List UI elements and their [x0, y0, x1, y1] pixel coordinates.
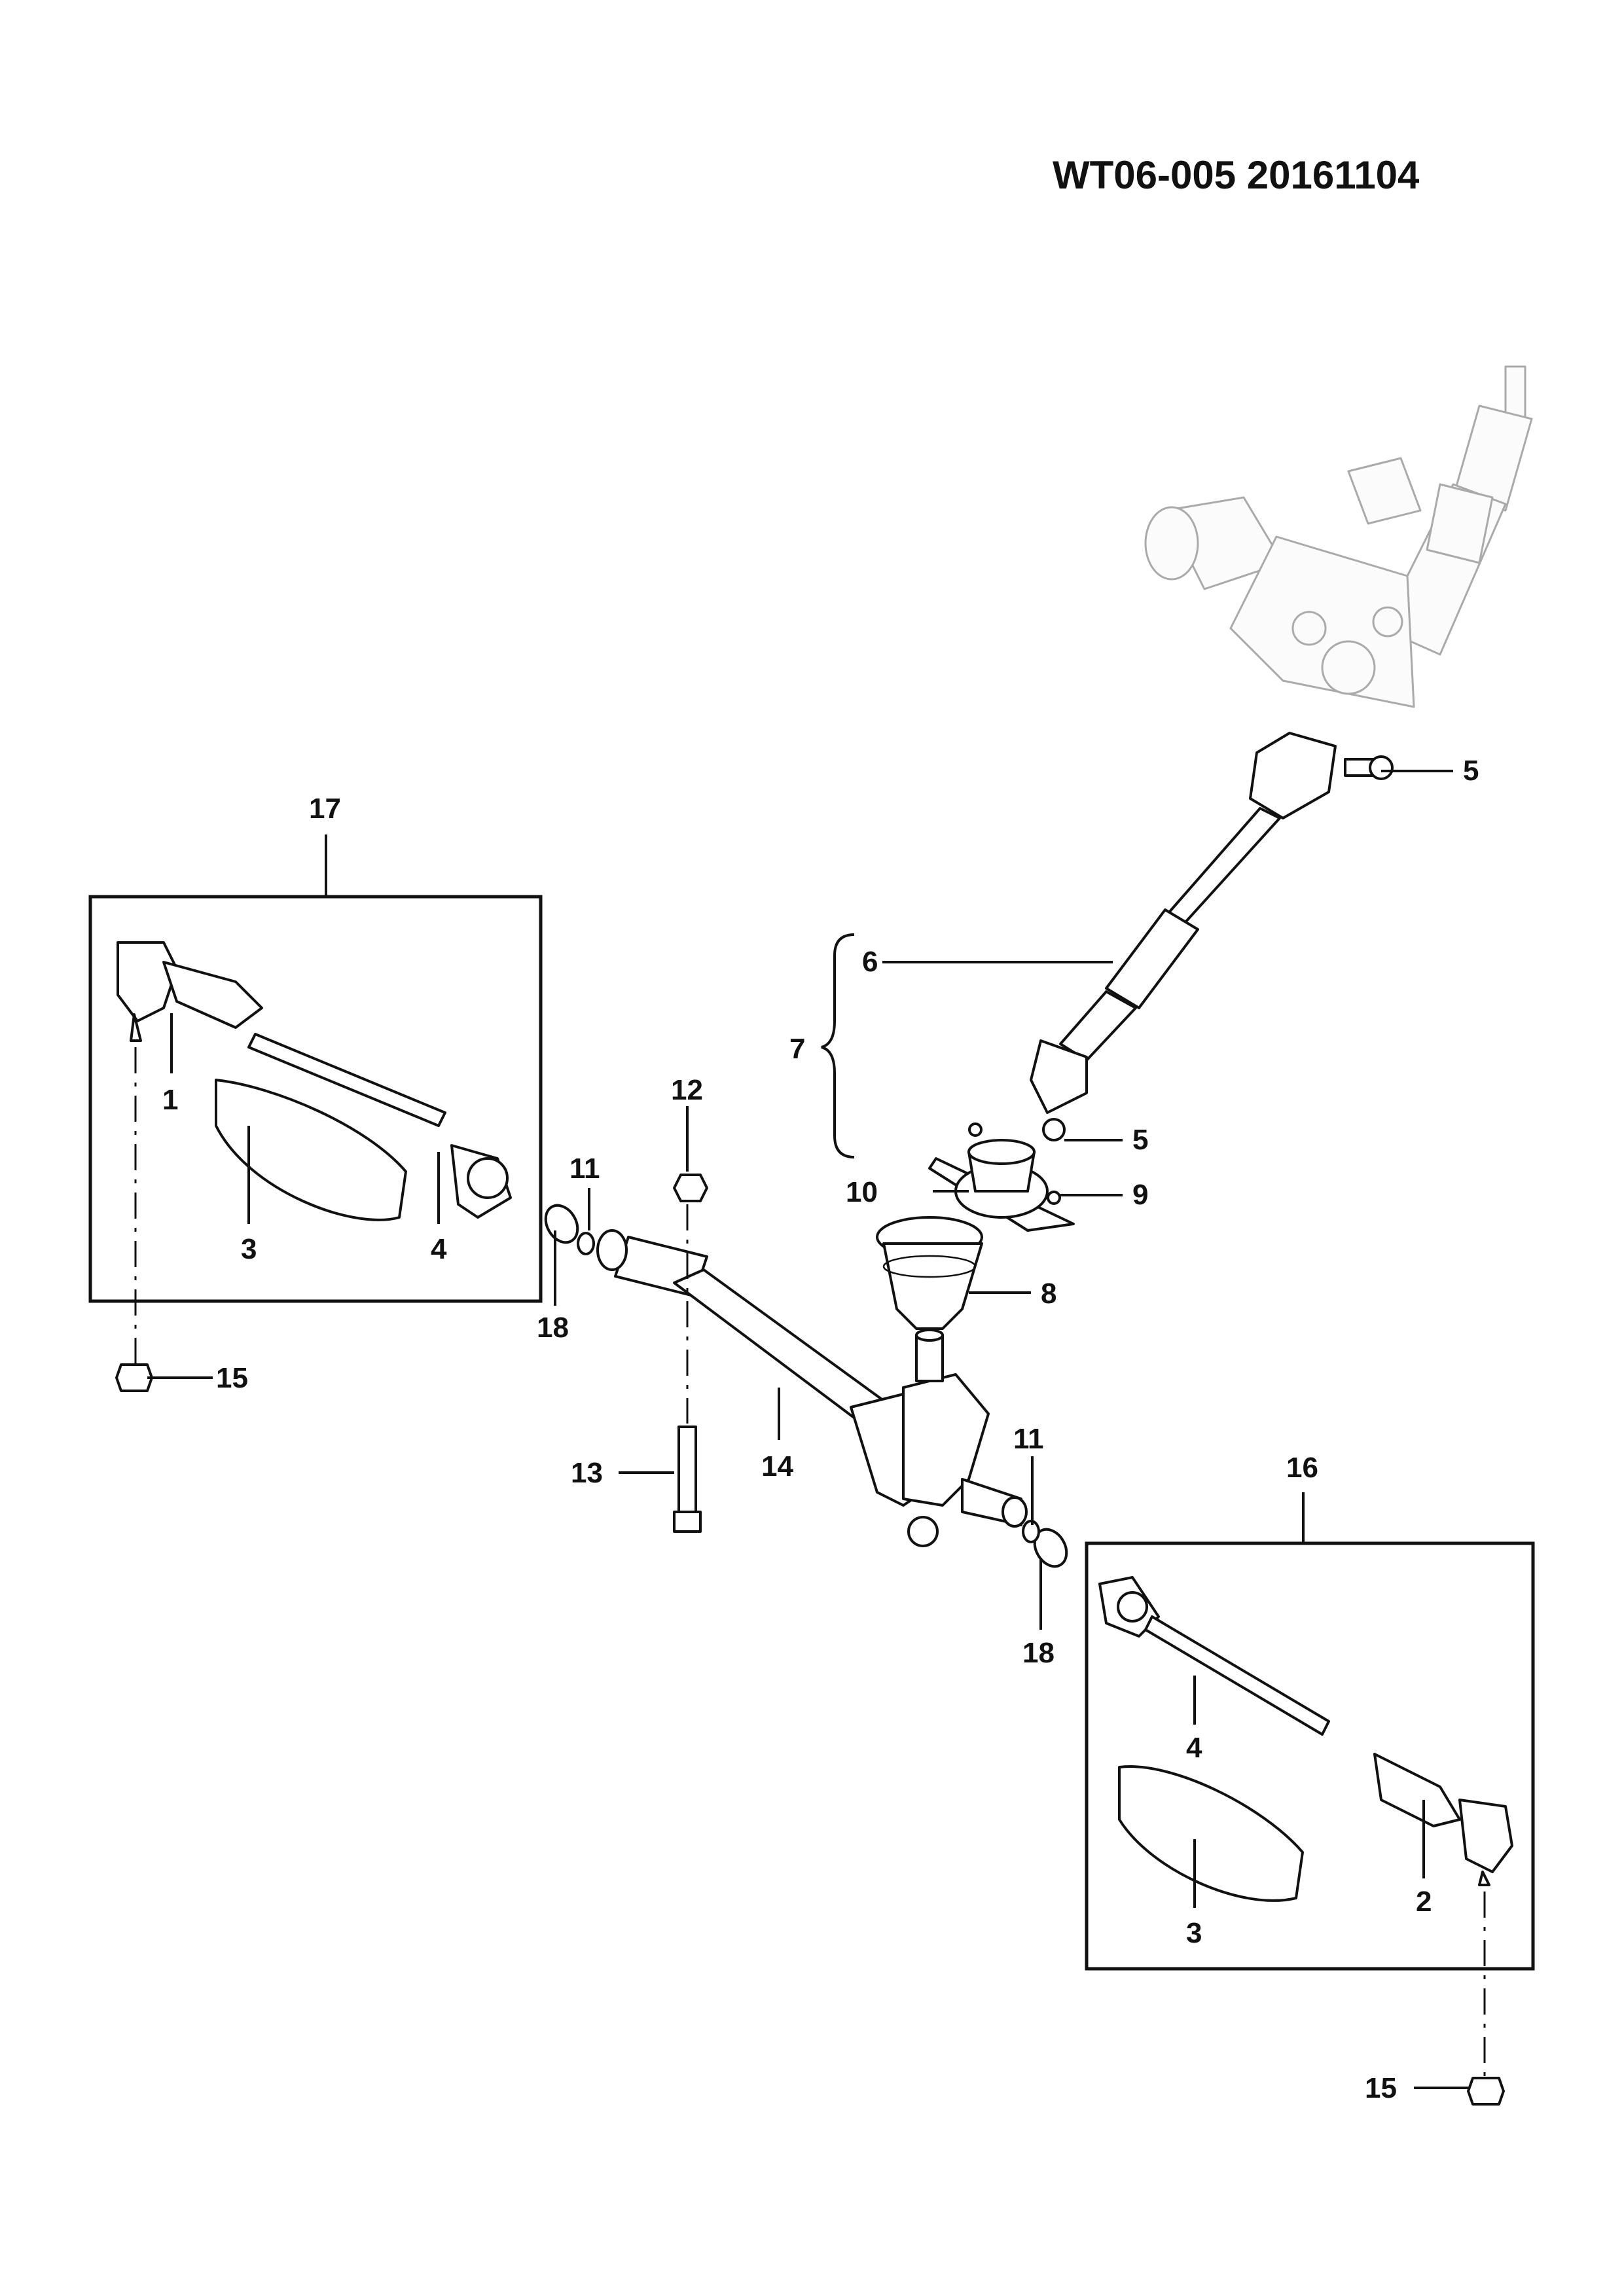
callout-15-left: 15 — [216, 1362, 248, 1394]
callout-7: 7 — [789, 1033, 805, 1065]
intermediate-shaft-illustration — [1030, 732, 1337, 1114]
tie-rod-left-illustration — [117, 941, 512, 1368]
pinion-boot-illustration — [876, 1216, 983, 1330]
callout-13: 13 — [571, 1457, 603, 1489]
callout-10: 10 — [846, 1176, 878, 1208]
tie-rod-right-illustration — [1098, 1576, 1513, 2078]
bolt-illustration — [1042, 755, 1394, 1141]
callout-2: 2 — [1416, 1886, 1432, 1918]
callout-3-left: 3 — [241, 1233, 257, 1265]
dash-seal-illustration — [928, 1122, 1075, 1232]
steering-gear-rack-illustration — [596, 1229, 1028, 1547]
callout-4-left: 4 — [431, 1233, 447, 1265]
ring-illustration — [544, 1204, 1068, 1568]
callout-4-right: 4 — [1186, 1732, 1202, 1764]
callout-17: 17 — [309, 793, 341, 825]
nut-bolt-illustration — [673, 1174, 708, 1533]
assembly-box-17 — [88, 895, 543, 1303]
diagram-code: WT06-005 20161104 — [1053, 153, 1420, 197]
callout-1: 1 — [162, 1084, 178, 1116]
callout-14: 14 — [761, 1450, 793, 1482]
callout-16: 16 — [1286, 1452, 1318, 1484]
nut-left-illustration — [115, 1363, 153, 1392]
callout-5-top: 5 — [1463, 755, 1479, 787]
callout-15-right: 15 — [1365, 2072, 1397, 2104]
callout-18-right: 18 — [1022, 1637, 1055, 1669]
callout-8: 8 — [1041, 1278, 1056, 1310]
callout-11-right: 11 — [1013, 1423, 1044, 1455]
callout-18-left: 18 — [537, 1312, 569, 1344]
callout-12: 12 — [671, 1074, 703, 1106]
callout-9: 9 — [1132, 1179, 1148, 1211]
callout-11-left: 11 — [569, 1153, 600, 1185]
callout-3-right: 3 — [1186, 1917, 1202, 1949]
callout-5-mid: 5 — [1132, 1124, 1148, 1156]
callout-6: 6 — [862, 946, 878, 978]
nut-right-illustration — [1467, 2077, 1505, 2106]
steering-column-illustration — [1144, 365, 1533, 708]
leader-lines — [147, 770, 1468, 2089]
assembly-box-16 — [1085, 1541, 1535, 1971]
